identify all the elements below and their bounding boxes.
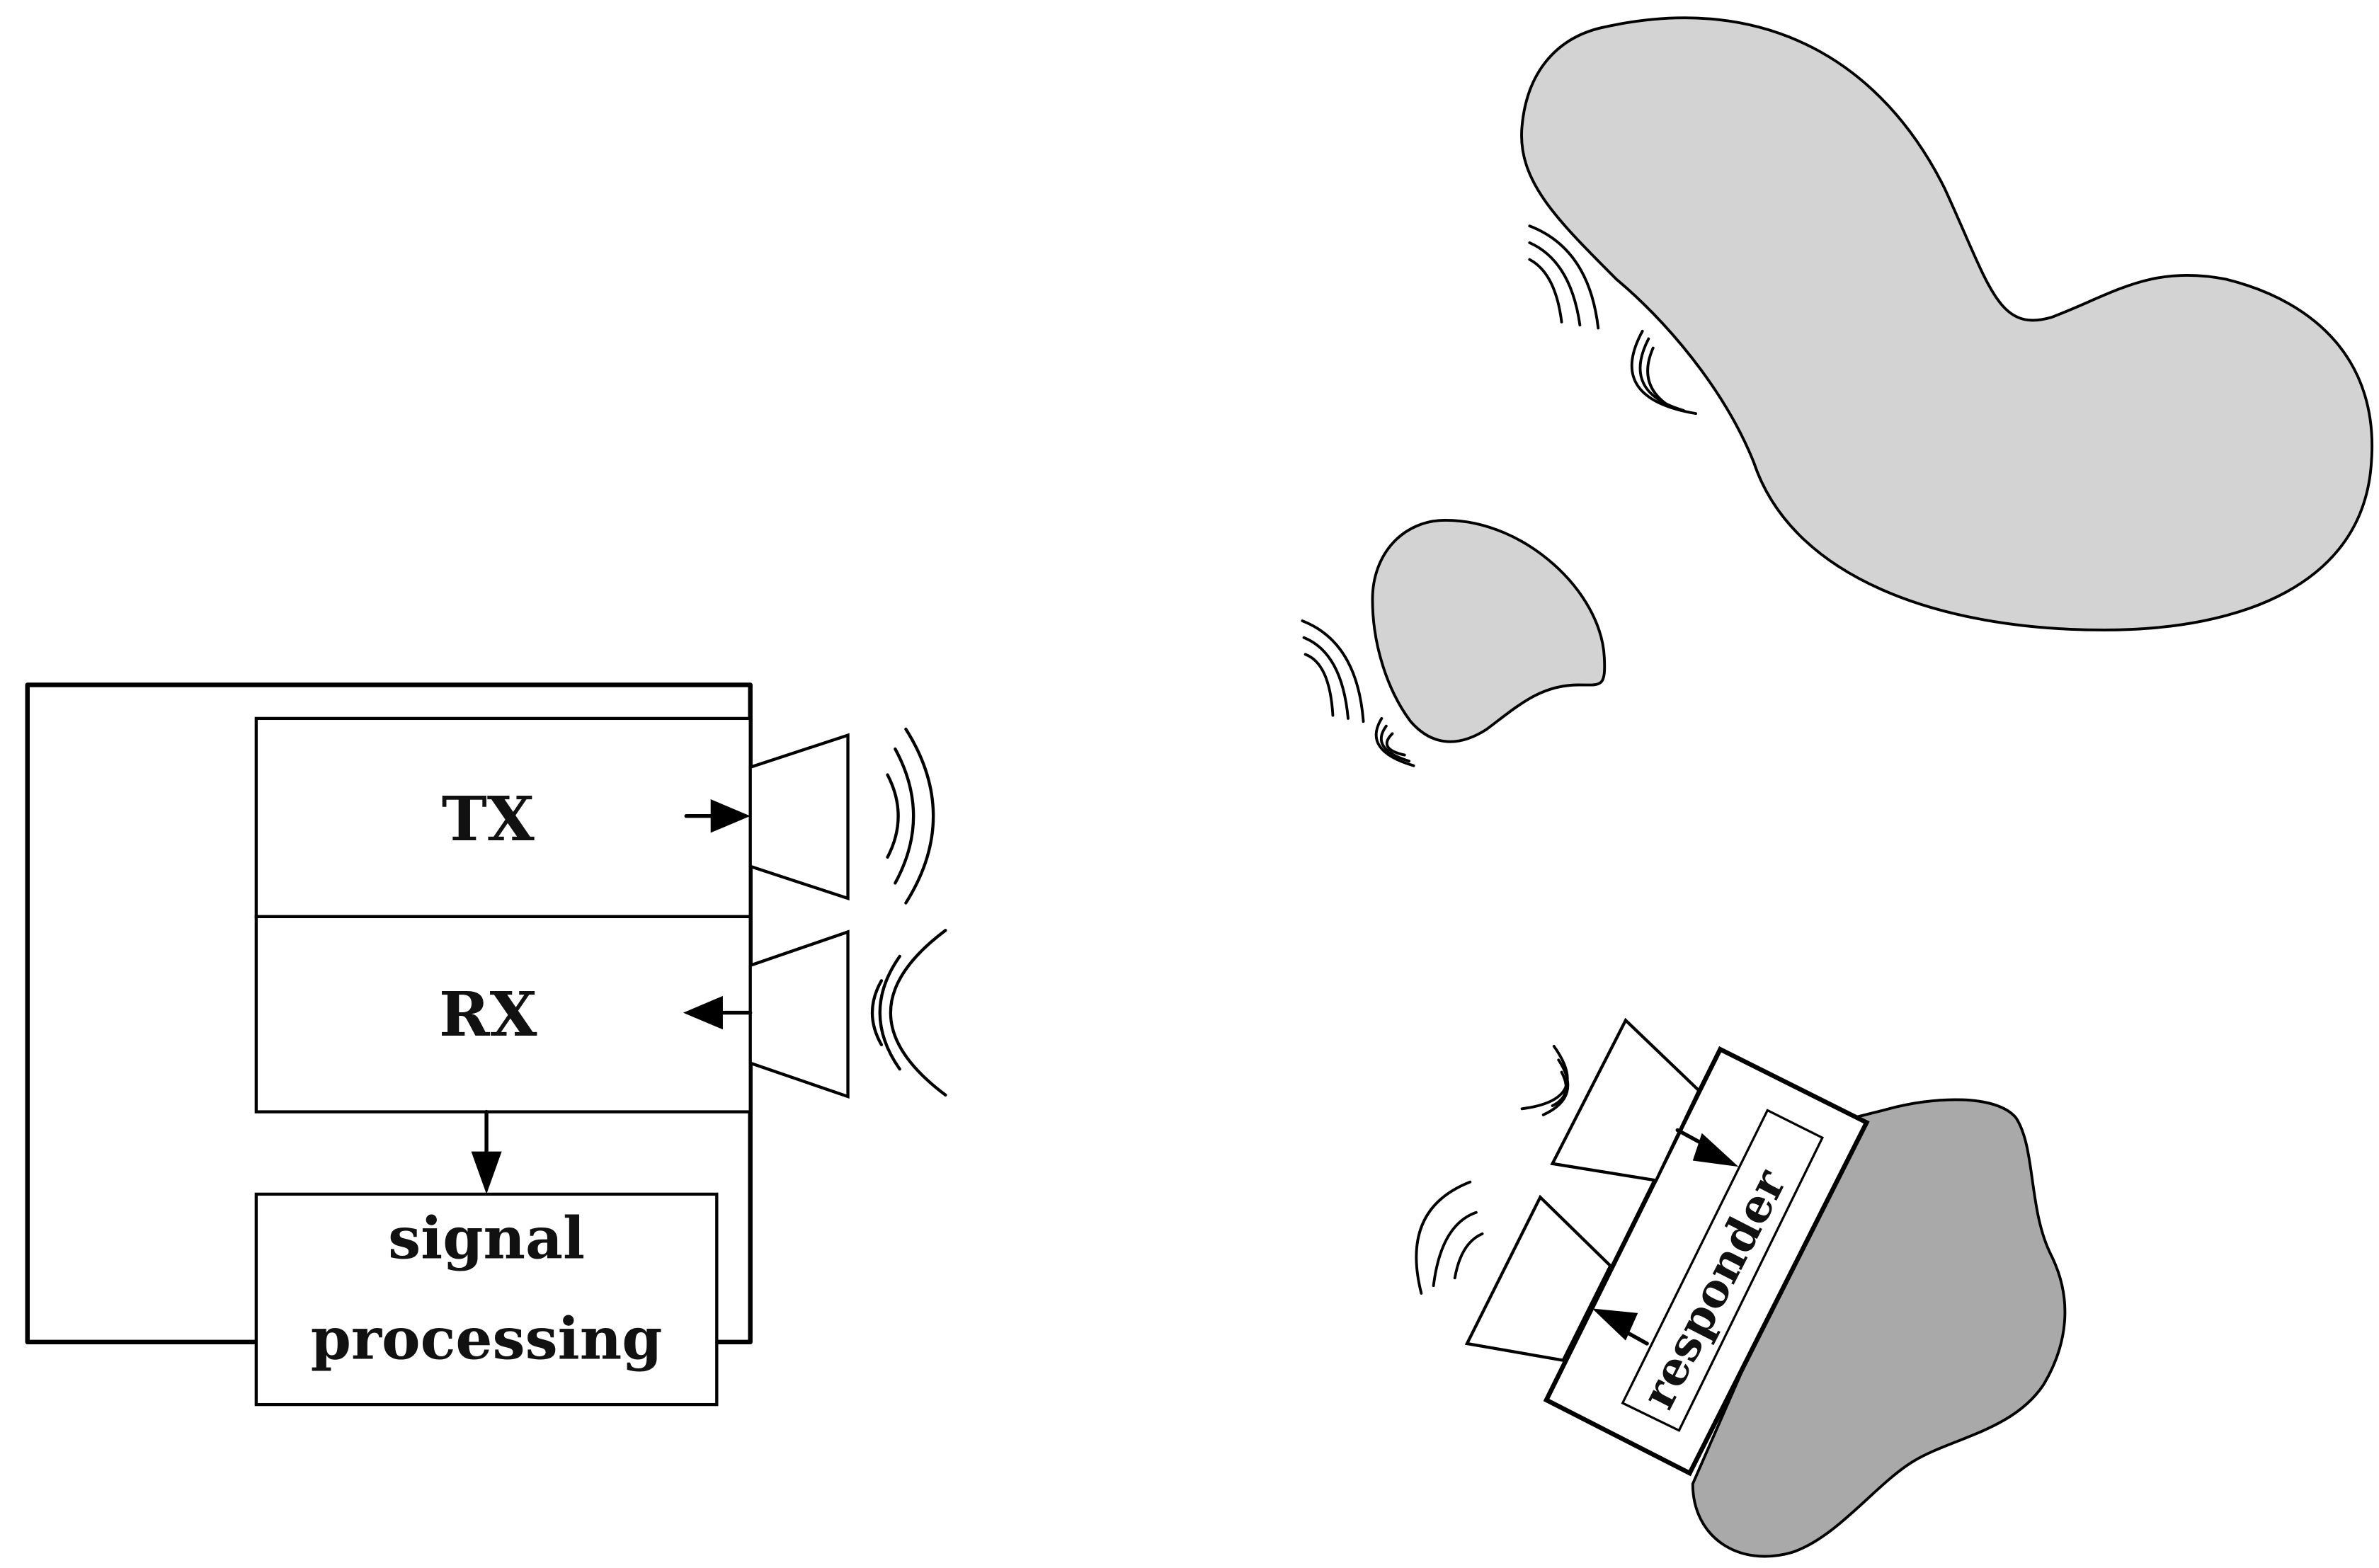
responder-lower-waves-icon: [1415, 1180, 1484, 1295]
small-reflecting-object: [1301, 518, 1607, 767]
signal-processing-block: signal processing: [254, 1192, 719, 1407]
rx-feed-arrow: [683, 995, 723, 1030]
large-object-waves-icon: [1528, 224, 1698, 416]
rx-horn: [748, 929, 850, 1099]
tx-horn: [748, 733, 850, 901]
tx-label: TX: [442, 784, 535, 855]
responder-upper-horn: [1550, 1017, 1701, 1182]
signal-processing-label-line2: processing: [311, 1305, 663, 1373]
tx-block: TX: [254, 716, 752, 919]
large-blob-shape: [1520, 16, 2374, 631]
rx-to-processing-arrow: [471, 1109, 502, 1194]
radar-unit: TX RX signal processing: [25, 682, 947, 1407]
responder-lower-horn: [1464, 1194, 1613, 1363]
responder-output-arrow: [1592, 1308, 1649, 1346]
dark-object-shape: [1691, 1098, 2067, 1558]
rx-waves-icon: [870, 929, 947, 1097]
small-blob-shape: [1371, 518, 1607, 743]
rx-antenna: [683, 929, 850, 1099]
rx-box: [254, 915, 752, 1114]
responder-target: responder: [1415, 1017, 2067, 1558]
rx-label: RX: [439, 979, 537, 1051]
outer-loop-line: [25, 682, 753, 1345]
signal-processing-label-line1: signal: [388, 1204, 585, 1272]
small-object-waves-icon: [1301, 619, 1415, 767]
responder-inner-box: [1621, 1109, 1825, 1432]
responder-upper-waves-icon: [1520, 1045, 1570, 1116]
rx-block: RX: [254, 915, 752, 1114]
tx-waves-icon: [886, 727, 935, 905]
responder-input-arrow: [1675, 1128, 1739, 1167]
tx-antenna: [684, 733, 850, 901]
tx-feed-arrow: [710, 799, 751, 833]
large-reflecting-object: [1520, 16, 2374, 631]
